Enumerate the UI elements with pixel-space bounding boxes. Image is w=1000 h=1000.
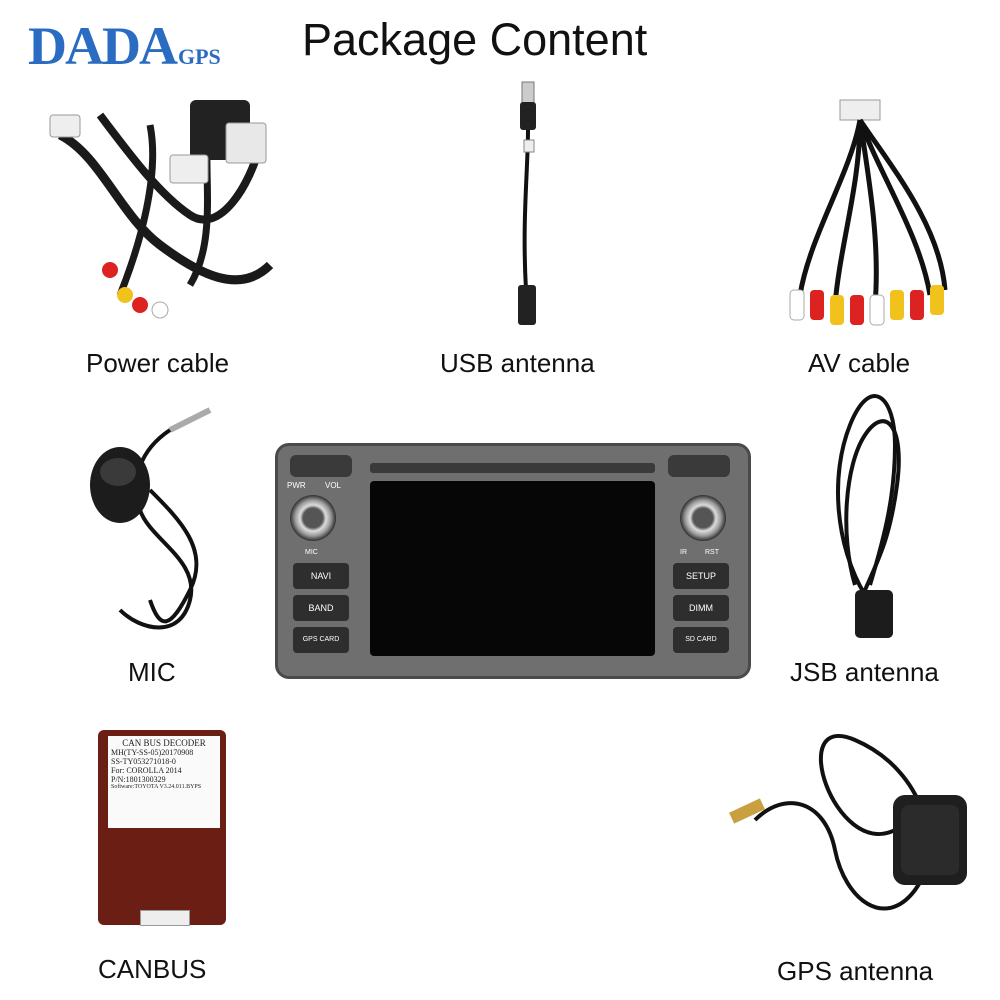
tune-knob[interactable] — [680, 495, 726, 541]
volume-knob[interactable] — [290, 495, 336, 541]
canbus-connector — [140, 910, 190, 926]
av-cable-image — [789, 99, 948, 326]
caption-power-cable: Power cable — [86, 348, 230, 378]
gps-card-button[interactable]: GPS CARD — [293, 627, 349, 653]
canbus-label-sticker: CAN BUS DECODER MH(TY-SS-05)20170908 SS-… — [108, 736, 220, 828]
ir-label: IR — [680, 549, 687, 556]
power-cable-image — [49, 100, 274, 319]
usb-antenna-image — [518, 81, 536, 325]
gps-antenna-image — [729, 734, 967, 911]
caption-av-cable: AV cable — [808, 348, 911, 378]
usb-antenna-2-image — [836, 394, 901, 638]
phone-button[interactable] — [290, 455, 352, 477]
canbus-label-line2: MH(TY-SS-05)20170908 — [111, 748, 194, 757]
pwr-label: PWR — [287, 481, 306, 490]
brand-logo: DADAGPS — [28, 18, 288, 74]
sd-card-button[interactable]: SD CARD — [673, 627, 729, 653]
rst-label: RST — [705, 549, 719, 556]
disc-slot — [370, 463, 655, 473]
band-button[interactable]: BAND — [293, 595, 349, 621]
caption-mic: MIC — [128, 657, 176, 687]
canbus-label-line6: Software:TOYOTA V3.24.011.BYPS — [111, 784, 202, 790]
dimm-button[interactable]: DIMM — [673, 595, 729, 621]
logo-sub: GPS — [178, 44, 221, 69]
caption-canbus: CANBUS — [98, 954, 207, 984]
canbus-label-line3: SS-TY053271018-0 — [111, 757, 176, 766]
caption-usb-antenna: USB antenna — [440, 348, 595, 378]
canbus-label-line5: P/N:1801300329 — [111, 775, 166, 784]
head-unit-screen — [370, 481, 655, 656]
canbus-label-line1: CAN BUS DECODER — [122, 738, 206, 748]
caption-gps-antenna: GPS antenna — [777, 956, 934, 986]
canbus-label-line4: For: COROLLA 2014 — [111, 766, 182, 775]
canbus-box: CAN BUS DECODER MH(TY-SS-05)20170908 SS-… — [98, 730, 226, 926]
head-unit: PWR VOL MIC IR RST NAVI BAND GPS CARD SE… — [275, 443, 751, 681]
vol-label: VOL — [325, 481, 342, 490]
page-title: Package Content — [302, 14, 648, 65]
setup-button[interactable]: SETUP — [673, 563, 729, 589]
navi-button[interactable]: NAVI — [293, 563, 349, 589]
caption-usb-antenna-2: JSB antenna — [790, 657, 939, 687]
mic-hole-label: MIC — [305, 549, 318, 556]
eject-button[interactable] — [668, 455, 730, 477]
logo-main: DADA — [28, 16, 178, 76]
mic-image — [90, 407, 212, 630]
